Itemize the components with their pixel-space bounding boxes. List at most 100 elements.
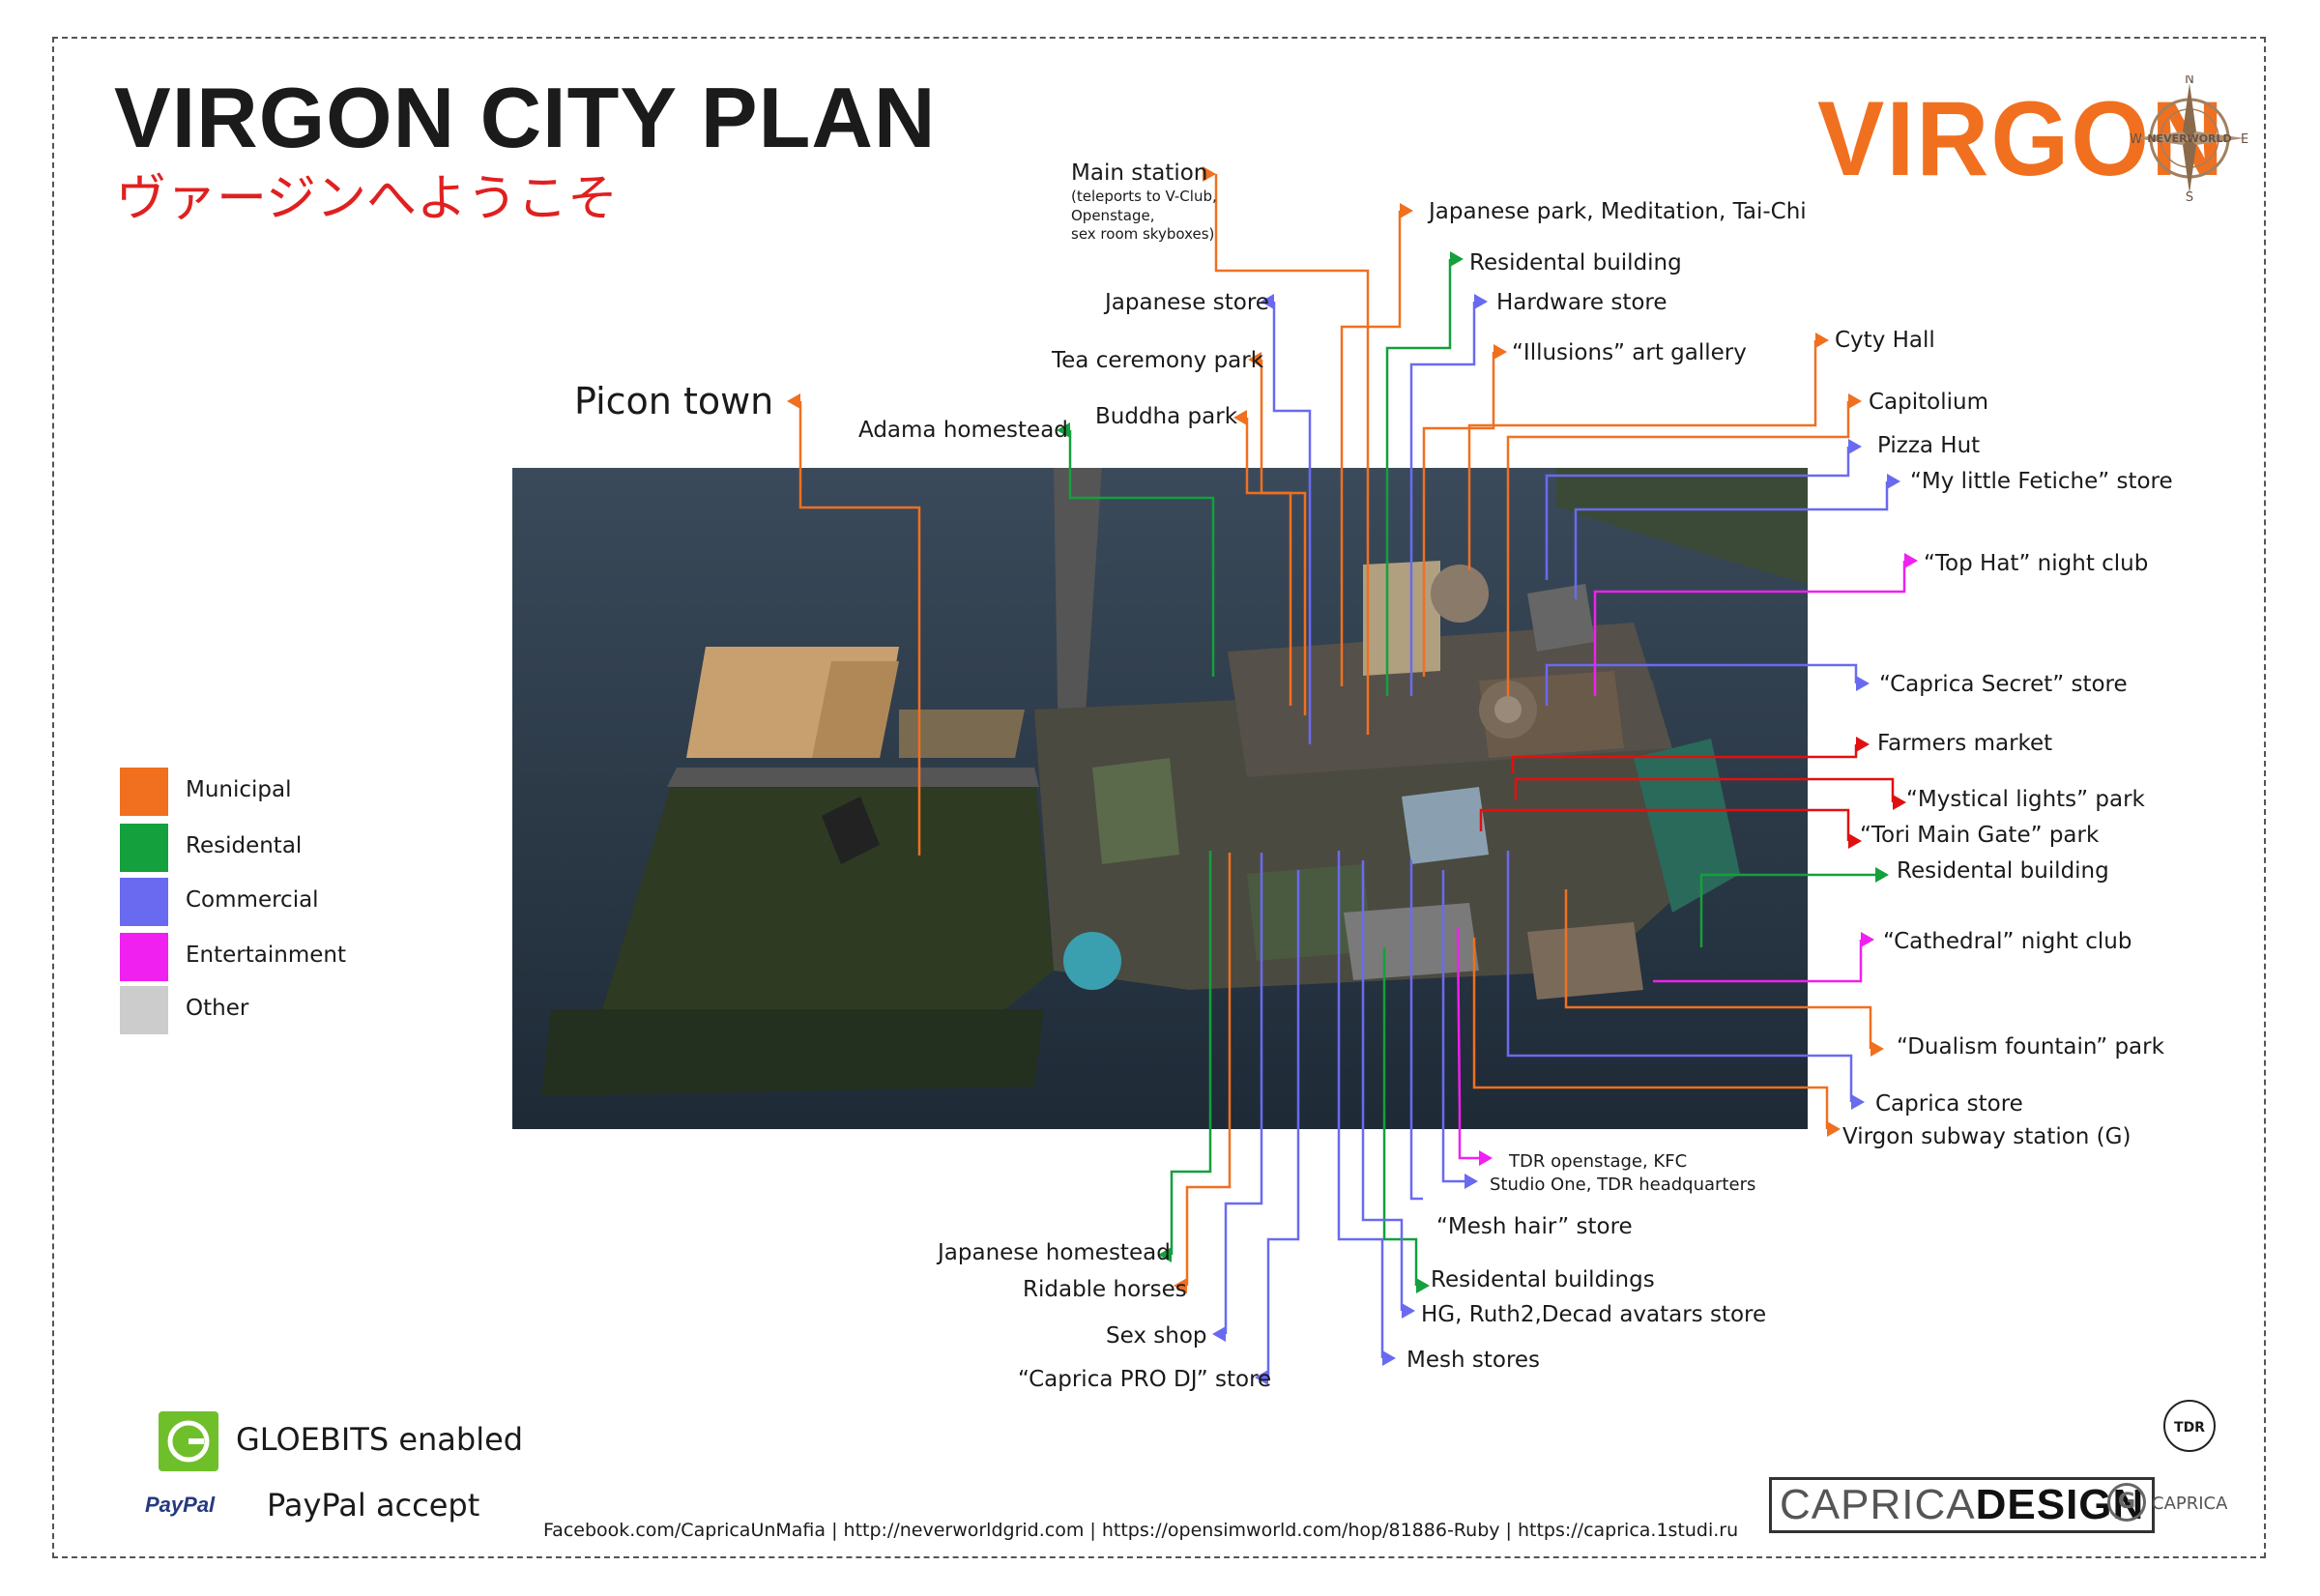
label-picon-town: Picon town: [574, 380, 774, 422]
label-main-station-note: (teleports to V-Club, Openstage, sex roo…: [1071, 188, 1217, 245]
leader-line-capitolium: [1506, 401, 1850, 696]
leader-line-dualism: [1564, 889, 1872, 1049]
compass-south: S: [2186, 190, 2193, 201]
leader-line-illusions: [1422, 352, 1495, 677]
leader-line-japanese-homestead: [1170, 851, 1212, 1255]
label-mystical-lights: “Mystical lights” park: [1906, 787, 2145, 812]
page-subtitle: ヴァージンへようこそ: [116, 170, 618, 228]
label-farmers-market: Farmers market: [1877, 731, 2053, 756]
legend-label: Commercial: [186, 887, 319, 913]
legend-swatch: [120, 878, 168, 926]
leader-line-hardware: [1409, 302, 1476, 696]
arrow-japanese-park: [1400, 203, 1413, 218]
leader-line-tori-gate: [1479, 808, 1850, 841]
leader-line-subway: [1472, 938, 1829, 1129]
page-border: [52, 37, 2266, 1558]
label-caprica-secret: “Caprica Secret” store: [1879, 672, 2128, 697]
leader-line-fetiche: [1574, 481, 1889, 599]
arrow-picon-town: [787, 393, 800, 409]
arrow-caprica-store: [1851, 1094, 1865, 1110]
arrow-subway: [1827, 1121, 1841, 1137]
arrow-tdr-openstage: [1479, 1150, 1493, 1166]
leader-line-cathedral: [1653, 940, 1863, 983]
compass-west: W: [2130, 132, 2142, 147]
leader-line-studio-one: [1441, 870, 1464, 1183]
arrow-cathedral: [1861, 932, 1874, 947]
compass-east: E: [2241, 132, 2248, 147]
label-adama-homestead: Adama homestead: [858, 418, 1068, 443]
label-main-station-note-2: Openstage,: [1071, 206, 1155, 224]
arrow-japanese-homestead: [1158, 1247, 1172, 1262]
arrow-pro-dj: [1255, 1370, 1268, 1385]
paypal-label: PayPal accept: [267, 1487, 480, 1523]
arrow-dualism: [1870, 1041, 1884, 1057]
label-main-station: Main station: [1071, 160, 1208, 186]
legend-label: Municipal: [186, 777, 292, 802]
legend-label: Other: [186, 996, 249, 1021]
label-main-station-note-3: sex room skyboxes): [1071, 225, 1215, 243]
leader-line-picon-town: [798, 401, 921, 856]
label-residental-building-top: Residental building: [1469, 250, 1682, 276]
arrow-cyty-hall: [1815, 333, 1829, 348]
label-japanese-store: Japanese store: [1105, 290, 1269, 315]
label-tdr-openstage: TDR openstage, KFC: [1509, 1151, 1688, 1172]
leader-line-top-hat: [1593, 561, 1906, 696]
leader-line-main-station: [1214, 174, 1370, 735]
leader-line-tdr-openstage: [1456, 927, 1479, 1160]
leader-line-caprica-store: [1506, 851, 1853, 1102]
label-tori-main-gate: “Tori Main Gate” park: [1860, 823, 2100, 848]
label-buddha-park: Buddha park: [1095, 404, 1238, 429]
label-ridable-horses: Ridable horses: [1023, 1277, 1187, 1302]
label-studio-one: Studio One, TDR headquarters: [1490, 1175, 1756, 1195]
label-japanese-park: Japanese park, Meditation, Tai-Chi: [1429, 199, 1807, 224]
legend-label: Entertainment: [186, 943, 346, 968]
arrow-mystical-lights: [1893, 795, 1906, 810]
leader-line-pizza-hut: [1545, 447, 1850, 580]
footer-links: Facebook.com/CapricaUnMafia | http://nev…: [543, 1520, 1739, 1541]
label-dualism-fountain: “Dualism fountain” park: [1897, 1034, 2164, 1059]
legend-swatch: [120, 768, 168, 816]
leader-line-residental-top: [1385, 259, 1452, 696]
label-cyty-hall: Cyty Hall: [1835, 328, 1935, 353]
compass-ring-text: NEVERWORLD: [2147, 132, 2231, 145]
leader-line-avatars: [1361, 860, 1404, 1311]
arrow-sex-shop: [1212, 1326, 1226, 1342]
arrow-farmers-market: [1856, 737, 1870, 752]
arrow-mesh-stores: [1382, 1350, 1396, 1366]
label-sex-shop: Sex shop: [1106, 1323, 1207, 1349]
compass-north: N: [2185, 75, 2194, 87]
leader-line-mystical-lights: [1514, 777, 1895, 802]
arrow-buddha-park: [1233, 410, 1247, 425]
label-residental-building-right: Residental building: [1897, 858, 2109, 884]
arrow-top-hat: [1904, 553, 1918, 568]
caprica-design-logo: CAPRICADESIGN: [1769, 1477, 2156, 1533]
arrow-residental-right: [1875, 867, 1889, 883]
leader-line-japanese-park: [1340, 211, 1402, 686]
gloebits-icon: [159, 1411, 218, 1471]
tdr-badge: TDR: [2163, 1400, 2216, 1452]
arrow-caprica-secret: [1856, 676, 1870, 691]
label-fetiche-store: “My little Fetiche” store: [1910, 469, 2173, 494]
leader-line-farmers-market: [1511, 744, 1858, 773]
label-main-station-note-1: (teleports to V-Club,: [1071, 188, 1217, 205]
label-japanese-homestead: Japanese homestead: [938, 1240, 1171, 1265]
arrow-residental-top: [1450, 251, 1464, 267]
label-top-hat: “Top Hat” night club: [1924, 551, 2149, 576]
leader-line-cyty-hall: [1467, 340, 1817, 570]
arrow-fetiche: [1887, 474, 1900, 489]
arrow-tori-gate: [1848, 833, 1862, 849]
caprica-logo-icon: G: [2107, 1483, 2146, 1522]
label-pizza-hut: Pizza Hut: [1877, 433, 1981, 458]
arrow-pizza-hut: [1848, 439, 1862, 454]
leader-line-residental-buildings: [1382, 947, 1418, 1286]
leader-line-mesh-hair: [1409, 860, 1423, 1201]
leader-line-buddha-park: [1245, 418, 1307, 715]
arrow-studio-one: [1464, 1174, 1478, 1189]
arrow-main-station: [1203, 166, 1216, 182]
arrow-avatars: [1402, 1303, 1415, 1319]
caprica-logo-text: CAPRICA: [2152, 1494, 2228, 1514]
paypal-logo-icon: PayPal: [145, 1493, 216, 1517]
leader-line-caprica-secret: [1545, 663, 1858, 706]
label-cathedral: “Cathedral” night club: [1883, 929, 2132, 954]
